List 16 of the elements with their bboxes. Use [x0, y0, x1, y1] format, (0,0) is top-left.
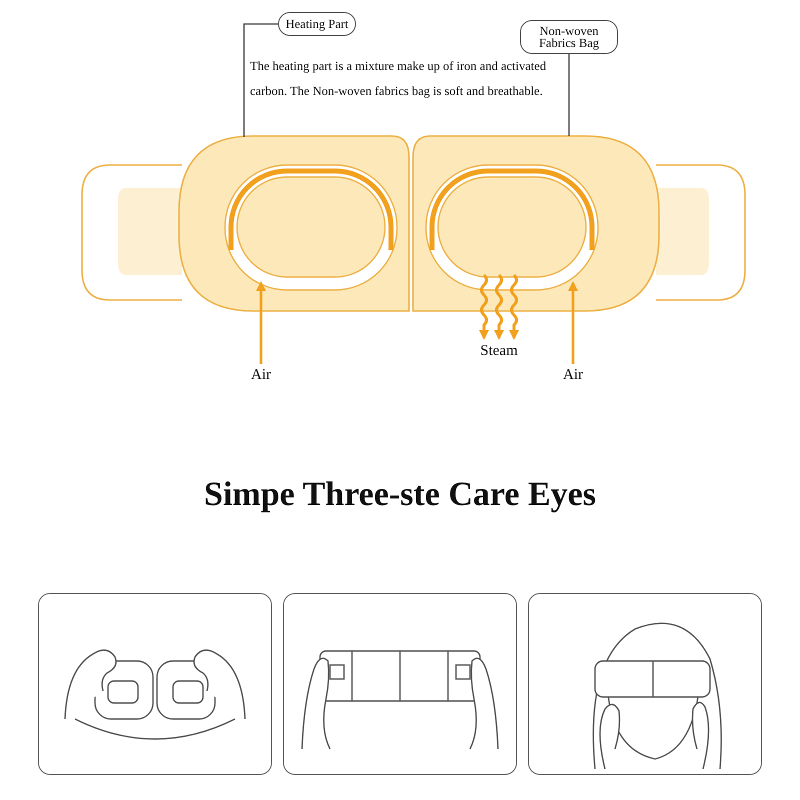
flow-label: Steam [468, 342, 530, 360]
leader-line [243, 23, 278, 137]
eye-pad [412, 135, 660, 312]
eye-pad [178, 135, 410, 312]
air-flow-arrow [568, 281, 578, 364]
part-label: Non-woven Fabrics Bag [520, 20, 618, 54]
steam-arrow [494, 274, 504, 340]
air-flow-arrow [256, 281, 266, 364]
part-label: Heating Part [278, 12, 356, 36]
description-paragraph: The heating part is a mixture make up of iron and activated carbon. The Non-woven fabrics bag is soft and breathable. [250, 58, 548, 100]
steam-arrow [509, 274, 519, 340]
leader-line [568, 54, 570, 136]
flow-label: Air [244, 366, 278, 384]
flow-label: Air [556, 366, 590, 384]
steam-arrow [479, 274, 489, 340]
heading: Simpe Three-ste Care Eyes [204, 476, 596, 513]
